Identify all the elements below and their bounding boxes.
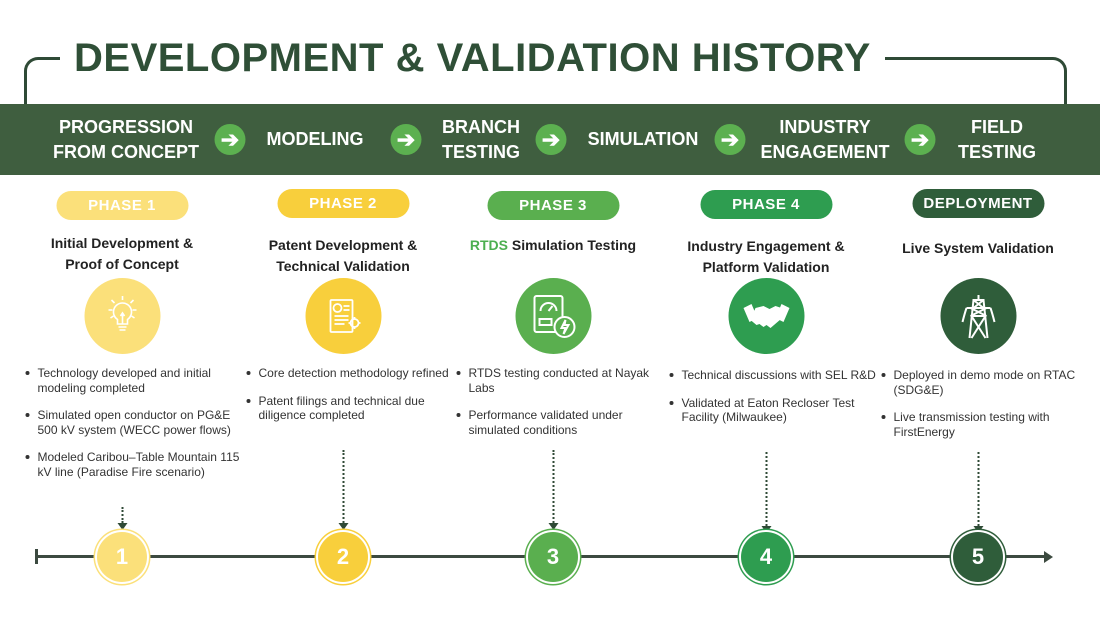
phase-title-text: Industry Engagement & Platform Validatio… — [687, 238, 845, 275]
progression-step: PROGRESSION FROM CONCEPT — [53, 116, 199, 162]
arrow-right-icon: ➔ — [214, 124, 246, 155]
phase-icon-circle — [728, 278, 804, 354]
phase-title: Live System Validation — [871, 238, 1086, 259]
dotted-arrow-connector — [117, 507, 127, 530]
phase-icon-circle — [84, 278, 160, 354]
dotted-arrow-connector — [761, 452, 771, 533]
phase-icon-circle — [515, 278, 591, 354]
arrow-right-icon: ➔ — [904, 124, 936, 155]
progression-step: INDUSTRY ENGAGEMENT — [760, 116, 890, 162]
handshake-icon — [741, 296, 791, 336]
patent-document-icon — [321, 294, 365, 338]
phase-title: Industry Engagement & Platform Validatio… — [659, 236, 874, 278]
phase-badge: PHASE 1 — [56, 191, 188, 220]
progression-step: BRANCH TESTING — [441, 116, 521, 162]
phase-bullet: Technical discussions with SEL R&D — [669, 368, 884, 383]
progression-step: SIMULATION — [587, 129, 699, 149]
lightbulb-icon — [100, 294, 144, 338]
phase-badge: PHASE 2 — [277, 189, 409, 218]
dotted-arrow-connector — [973, 452, 983, 533]
arrow-right-icon: ➔ — [714, 124, 746, 155]
phase-bullet: Core detection methodology refined — [246, 366, 461, 381]
phase-badge: PHASE 4 — [700, 190, 832, 219]
phase-badge: DEPLOYMENT — [912, 189, 1044, 218]
phase-title-text: Initial Development & Proof of Concept — [50, 235, 194, 272]
arrow-right-icon: ➔ — [390, 124, 422, 155]
dotted-arrow-connector — [548, 450, 558, 530]
phase-bullet: RTDS testing conducted at Nayak Labs — [456, 366, 671, 395]
phase-title: Initial Development & Proof of Concept — [15, 233, 230, 275]
phase-title-highlight: RTDS — [469, 237, 509, 253]
timeline-milestone-4: 4 — [741, 532, 791, 582]
progression-band: PROGRESSION FROM CONCEPT MODELING BRANCH T… — [0, 104, 1100, 175]
progression-step: FIELD TESTING — [957, 116, 1037, 162]
phase-bullet-list: Deployed in demo mode on RTAC (SDG&E) Liv… — [881, 368, 1096, 452]
phase-bullet-list: Technical discussions with SEL R&D Valida… — [669, 368, 884, 438]
phase-bullet: Simulated open conductor on PG&E 500 kV … — [25, 408, 240, 437]
phase-bullet: Performance validated under simulated co… — [456, 408, 671, 437]
phase-bullet: Technology developed and initial modelin… — [25, 366, 240, 395]
page-title: DEVELOPMENT & VALIDATION HISTORY — [60, 36, 885, 81]
phase-icon-circle — [305, 278, 381, 354]
phase-bullet: Live transmission testing with FirstEner… — [881, 410, 1096, 439]
phase-bullet: Modeled Caribou–Table Mountain 115 kV li… — [25, 450, 240, 479]
phase-icon-circle — [940, 278, 1016, 354]
phase-bullet: Deployed in demo mode on RTAC (SDG&E) — [881, 368, 1096, 397]
dotted-arrow-connector — [338, 450, 348, 530]
phase-bullet: Validated at Eaton Recloser Test Facilit… — [669, 396, 884, 425]
timeline-milestone-5: 5 — [953, 532, 1003, 582]
phase-badge: PHASE 3 — [487, 191, 619, 220]
phase-bullet: Patent filings and technical due diligen… — [246, 394, 461, 423]
timeline-end-arrow — [1044, 551, 1053, 563]
phase-title: Patent Development & Technical Validatio… — [236, 235, 451, 277]
progression-step: MODELING — [266, 129, 364, 149]
timeline-milestone-1: 1 — [97, 532, 147, 582]
phase-title: RTDS Simulation Testing — [446, 235, 661, 256]
timeline-milestone-2: 2 — [318, 532, 368, 582]
phase-title-text: Simulation Testing — [508, 237, 637, 253]
phase-bullet-list: Technology developed and initial modelin… — [25, 366, 240, 492]
timeline-start-tick — [35, 549, 38, 564]
transmission-tower-icon — [956, 292, 1000, 340]
simulator-meter-icon — [528, 291, 578, 341]
phase-title-text: Patent Development & Technical Validatio… — [268, 237, 418, 274]
arrow-right-icon: ➔ — [535, 124, 567, 155]
timeline-milestone-3: 3 — [528, 532, 578, 582]
phase-title-text: Live System Validation — [902, 240, 1054, 256]
